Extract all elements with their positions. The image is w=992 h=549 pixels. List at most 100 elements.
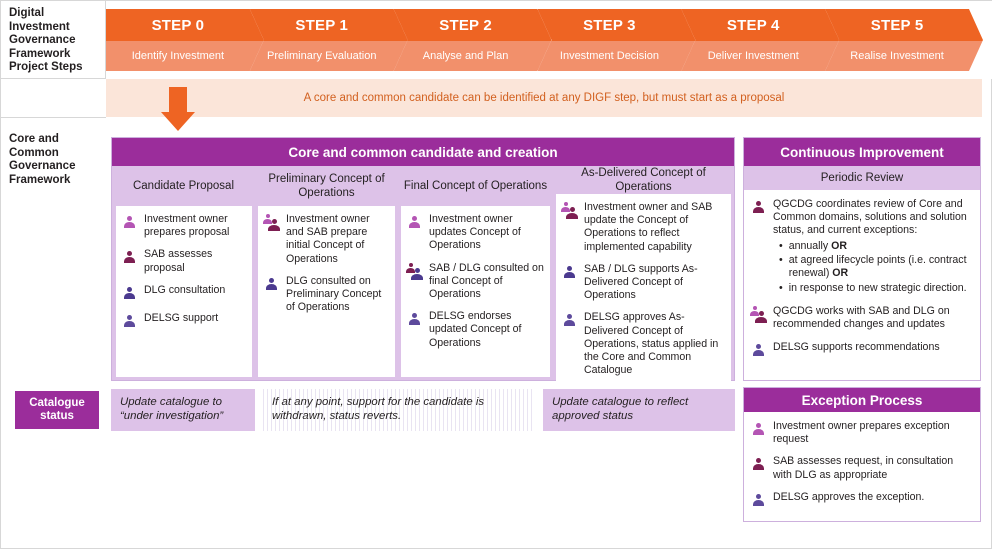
- catalogue-status-label: Catalogue status: [15, 391, 99, 429]
- step-number-1: STEP 1: [250, 9, 408, 41]
- periodic-review-subitem: • annually OR: [779, 240, 972, 253]
- periodic-review-subtitle: Periodic Review: [744, 166, 980, 190]
- bullet-text: DELSG supports recommendations: [773, 340, 940, 353]
- candidate-item: Investment owner updates Concept of Oper…: [406, 213, 545, 253]
- candidate-column-heading-3: As-Delivered Concept of Operations: [553, 166, 734, 194]
- candidate-item: DLG consulted on Preliminary Concept of …: [263, 275, 390, 315]
- arrow-head: [161, 112, 195, 131]
- person-icon: [561, 312, 578, 330]
- exception-process-item: SAB assesses request, in consultation wi…: [750, 455, 972, 481]
- bullet-text: Investment owner prepares exception requ…: [773, 420, 950, 446]
- bullet-text: QGCDG coordinates review of Core and Com…: [773, 198, 972, 296]
- digf-note-banner: A core and common candidate can be ident…: [106, 79, 982, 117]
- periodic-review-subitem: • at agreed lifecycle points (i.e. contra…: [779, 254, 972, 281]
- candidate-item: SAB / DLG consulted on final Concept of …: [406, 262, 545, 302]
- person-icon: [406, 214, 423, 232]
- bullet-text: SAB assesses request, in consultation wi…: [773, 455, 954, 481]
- candidate-item: Investment owner and SAB update the Conc…: [561, 201, 726, 254]
- step-number-5: STEP 5: [825, 9, 983, 41]
- continuous-improvement-title: Continuous Improvement: [744, 138, 980, 166]
- bullet-text: DELSG endorses updated Concept of Operat…: [429, 310, 522, 349]
- exception-process-item: DELSG approves the exception.: [750, 491, 972, 510]
- periodic-review-subitem-text: in response to new strategic direction.: [788, 281, 967, 294]
- step-number-4: STEP 4: [681, 9, 839, 41]
- candidate-item: Investment owner and SAB prepare initial…: [263, 213, 390, 266]
- person-icon: [406, 311, 423, 329]
- candidate-item: DELSG approves As-Delivered Concept of O…: [561, 311, 726, 377]
- step-name-2: Analyse and Plan: [394, 41, 552, 71]
- periodic-review-subitem-text: at agreed lifecycle points (i.e. contrac…: [788, 254, 967, 280]
- bullet-dot-icon: •: [779, 254, 783, 267]
- step-name-0: Identify Investment: [106, 41, 264, 71]
- banner-rule: [106, 117, 982, 118]
- periodic-review-subitem: • in response to new strategic direction.: [779, 282, 972, 295]
- person-icon: [263, 214, 280, 232]
- person-icon: [406, 262, 423, 281]
- catalogue-status-cell-3: Update catalogue to reflect approved sta…: [543, 389, 735, 431]
- step-number-0: STEP 0: [106, 9, 264, 41]
- person-icon: [750, 492, 767, 510]
- catalogue-status-text-2: If at any point, support for the candida…: [272, 396, 485, 423]
- catalogue-status-text-3: Update catalogue to reflect approved sta…: [552, 396, 689, 423]
- step-name-1: Preliminary Evaluation: [250, 41, 408, 71]
- bullet-text: SAB / DLG supports As-Delivered Concept …: [584, 262, 698, 302]
- label-separator: [1, 117, 106, 118]
- candidate-column-heading-1: Preliminary Concept of Operations: [255, 166, 398, 206]
- person-icon: [561, 264, 578, 282]
- step-name-3: Investment Decision: [538, 41, 696, 71]
- continuous-improvement-item: QGCDG coordinates review of Core and Com…: [750, 198, 972, 296]
- person-icon: [750, 456, 767, 474]
- candidate-column-body-3: Investment owner and SAB update the Conc…: [556, 194, 731, 387]
- bullet-text: DELSG support: [144, 311, 219, 324]
- digf-steps-label: Digital Investment Governance Framework …: [1, 1, 106, 79]
- bullet-dot-icon: •: [779, 281, 783, 294]
- periodic-review-subitem-emphasis: OR: [831, 239, 848, 252]
- periodic-review-subitem-emphasis: OR: [832, 267, 849, 280]
- step-name-4: Deliver Investment: [681, 41, 839, 71]
- catalogue-status-text-1: Update catalogue to “under investigation…: [120, 396, 224, 423]
- periodic-review-subitem-text: annually OR: [788, 239, 848, 252]
- step-number-2: STEP 2: [394, 9, 552, 41]
- person-icon: [121, 249, 138, 267]
- exception-process-panel: Exception Process Investment owner prepa…: [743, 387, 981, 522]
- exception-process-title: Exception Process: [744, 388, 980, 412]
- bullet-dot-icon: •: [779, 239, 783, 252]
- candidate-creation-panel: Core and common candidate and creation C…: [111, 137, 735, 387]
- core-common-framework-label: Core and Common Governance Framework: [9, 133, 76, 186]
- exception-process-item: Investment owner prepares exception requ…: [750, 420, 972, 446]
- step-name-5: Realise Investment: [825, 41, 983, 71]
- person-icon: [750, 199, 767, 217]
- bullet-text: Investment owner prepares proposal: [144, 213, 230, 239]
- person-icon: [750, 421, 767, 439]
- exception-process-body: Investment owner prepares exception requ…: [744, 412, 980, 510]
- candidate-column-heading-0: Candidate Proposal: [112, 166, 255, 206]
- continuous-improvement-body: QGCDG coordinates review of Core and Com…: [744, 190, 980, 360]
- bullet-text: SAB / DLG consulted on final Concept of …: [429, 261, 544, 301]
- candidate-panel-title: Core and common candidate and creation: [112, 138, 734, 166]
- person-icon: [263, 276, 280, 294]
- continuous-improvement-item: QGCDG works with SAB and DLG on recommen…: [750, 305, 972, 331]
- bullet-text: DLG consultation: [144, 283, 226, 296]
- digf-steps-row: Digital Investment Governance Framework …: [1, 1, 992, 79]
- catalogue-status-cell-1: Update catalogue to “under investigation…: [111, 389, 255, 431]
- periodic-review-sublist: • annually OR • at agreed lifecycle points …: [779, 240, 972, 296]
- bullet-text: DELSG approves As-Delivered Concept of O…: [584, 311, 719, 377]
- candidate-column-heading-2: Final Concept of Operations: [398, 166, 553, 206]
- bullet-text: DLG consulted on Preliminary Concept of …: [286, 274, 382, 314]
- person-icon: [750, 306, 767, 324]
- candidate-column-body-2: Investment owner updates Concept of Oper…: [401, 206, 550, 377]
- bullet-text: DELSG approves the exception.: [773, 490, 925, 503]
- person-icon: [121, 313, 138, 331]
- person-icon: [121, 214, 138, 232]
- continuous-improvement-item: DELSG supports recommendations: [750, 341, 972, 360]
- candidate-column-body-1: Investment owner and SAB prepare initial…: [258, 206, 395, 377]
- candidate-item: DELSG support: [121, 312, 247, 331]
